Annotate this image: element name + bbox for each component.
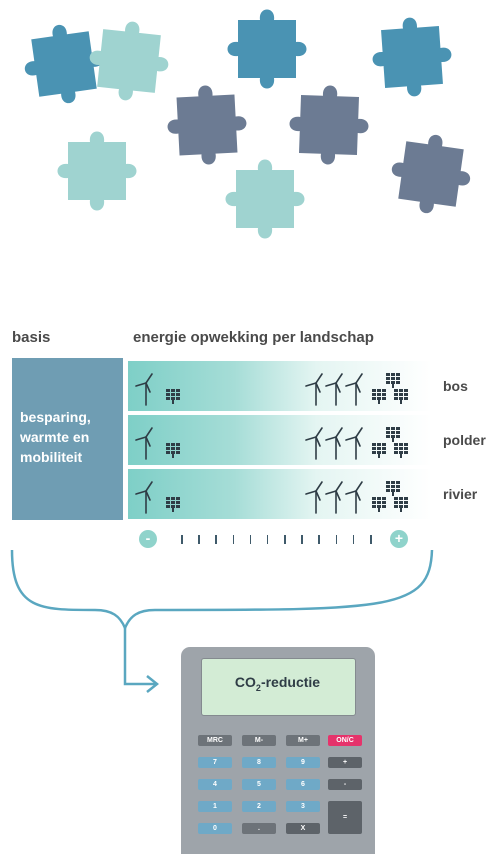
wind-turbine-icon [325, 427, 343, 460]
scale-tick [352, 535, 355, 544]
solar-panel-icon [394, 389, 408, 404]
key-6[interactable]: 6 [286, 779, 320, 790]
puzzle-piece-icon [227, 9, 307, 89]
landscape-label: polder [443, 432, 486, 448]
key-5[interactable]: 5 [242, 779, 276, 790]
calculator-screen-text: CO2-reductie [201, 674, 354, 693]
scale-tick [301, 535, 303, 544]
scale-tick [370, 535, 372, 544]
wind-turbine-icon [135, 427, 153, 460]
key-m-minus[interactable]: M- [242, 735, 276, 746]
key-3[interactable]: 3 [286, 801, 320, 812]
bracket-arrow [10, 549, 434, 693]
solar-panel-icon [372, 497, 386, 512]
puzzle-piece-icon [369, 14, 455, 100]
connector-line [123, 628, 155, 686]
solar-panel-icon [166, 443, 180, 458]
landscape-label: rivier [443, 486, 478, 502]
solar-panel-icon [386, 427, 400, 442]
key-mrc[interactable]: MRC [198, 735, 232, 746]
energy-heading: energie opwekking per landschap [133, 329, 374, 346]
basis-line: besparing, [20, 409, 91, 425]
key-8[interactable]: 8 [242, 757, 276, 768]
solar-panel-icon [394, 497, 408, 512]
key-equals[interactable]: = [328, 801, 362, 834]
basis-box [12, 358, 123, 520]
wind-turbine-icon [305, 373, 323, 406]
wind-turbine-icon [305, 481, 323, 514]
wind-turbine-icon [325, 481, 343, 514]
key-m-plus[interactable]: M+ [286, 735, 320, 746]
basis-description: besparing, warmte en mobiliteit [20, 407, 120, 467]
screen-subscript: 2 [255, 682, 261, 693]
wind-turbine-icon [345, 481, 363, 514]
wind-turbine-icon [325, 373, 343, 406]
key-9[interactable]: 9 [286, 757, 320, 768]
wind-turbine-icon [305, 427, 323, 460]
key-times[interactable]: X [286, 823, 320, 834]
wind-turbine-icon [135, 373, 153, 406]
puzzle-piece-icon [57, 131, 137, 211]
energy-icons-layer [135, 373, 408, 514]
key-plus[interactable]: + [328, 757, 362, 768]
scale-tick [249, 535, 252, 544]
scale-tick [318, 535, 320, 544]
basis-heading: basis [12, 329, 51, 346]
screen-suffix: -reductie [260, 674, 321, 690]
scale-plus-button: + [390, 530, 408, 548]
scale-tick [335, 535, 338, 544]
solar-panel-icon [386, 481, 400, 496]
puzzle-illustration [19, 9, 476, 239]
basis-line: warmte en [20, 429, 90, 445]
key-minus[interactable]: - [328, 779, 362, 790]
scale-tick [266, 535, 269, 544]
puzzle-piece-icon [225, 159, 305, 239]
key-2[interactable]: 2 [242, 801, 276, 812]
basis-line: mobiliteit [20, 449, 83, 465]
scale-tick [181, 535, 183, 544]
calculator-screen [201, 658, 356, 716]
scale-tick [198, 535, 200, 544]
scale-tick [284, 535, 286, 544]
wind-turbine-icon [345, 427, 363, 460]
landscape-row-rivier [128, 469, 432, 519]
key-7[interactable]: 7 [198, 757, 232, 768]
key-dot[interactable]: . [242, 823, 276, 834]
solar-panel-icon [166, 497, 180, 512]
wind-turbine-icon [135, 481, 153, 514]
key-4[interactable]: 4 [198, 779, 232, 790]
key-0[interactable]: 0 [198, 823, 232, 834]
key-on-c[interactable]: ON/C [328, 735, 362, 746]
wind-turbine-icon [345, 373, 363, 406]
landscape-row-polder [128, 415, 432, 465]
landscape-row-bos [128, 361, 432, 411]
arrow-right-icon [146, 675, 160, 693]
solar-panel-icon [372, 443, 386, 458]
solar-panel-icon [394, 443, 408, 458]
screen-prefix: CO [234, 674, 256, 690]
scale-minus-button: - [139, 530, 157, 548]
curly-brace [10, 549, 434, 632]
solar-panel-icon [386, 373, 400, 388]
scale-tick [232, 535, 235, 544]
puzzle-piece-icon [165, 83, 249, 167]
solar-panel-icon [166, 389, 180, 404]
landscape-label: bos [443, 378, 468, 394]
key-1[interactable]: 1 [198, 801, 232, 812]
puzzle-piece-icon [386, 129, 476, 219]
puzzle-piece-icon [85, 17, 173, 105]
scale-tick [215, 535, 217, 544]
solar-panel-icon [372, 389, 386, 404]
puzzle-piece-icon [288, 84, 370, 166]
